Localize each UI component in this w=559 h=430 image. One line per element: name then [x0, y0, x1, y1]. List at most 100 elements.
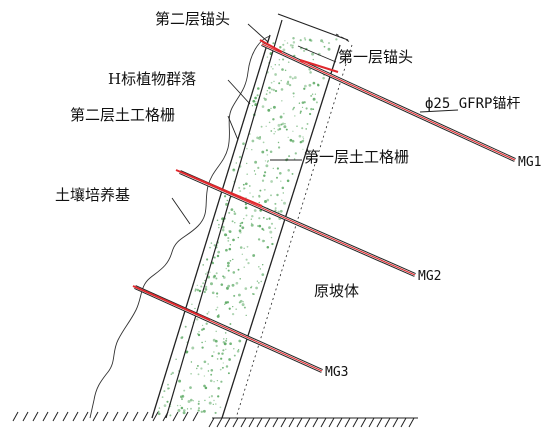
soil-speckle — [225, 248, 228, 252]
second-geogrid-line — [151, 34, 271, 419]
soil-speckle — [311, 52, 315, 56]
ground-hatch-mark — [62, 411, 69, 422]
soil-speckle — [291, 172, 294, 175]
soil-speckle — [233, 212, 237, 215]
soil-speckle — [194, 290, 197, 292]
soil-speckle — [289, 44, 293, 47]
soil-speckle — [215, 330, 217, 333]
soil-speckle — [312, 108, 315, 111]
soil-speckle — [197, 402, 200, 405]
soil-speckle — [264, 98, 267, 101]
soil-speckle — [192, 400, 194, 402]
soil-speckle — [214, 411, 217, 414]
soil-speckle — [196, 288, 200, 292]
soil-speckle — [256, 94, 259, 97]
soil-speckle — [163, 404, 167, 407]
soil-speckle — [225, 267, 227, 270]
soil-speckle — [229, 342, 232, 346]
soil-speckle — [251, 149, 253, 151]
ground-hatch-mark — [248, 417, 255, 428]
soil-speckle — [207, 370, 210, 372]
soil-speckle — [248, 185, 251, 187]
soil-speckle — [224, 332, 227, 334]
soil-speckle — [198, 331, 200, 333]
soil-speckle — [320, 39, 324, 43]
anchor-head-1-red — [299, 59, 339, 73]
soil-speckle — [218, 226, 220, 229]
soil-speckle — [231, 312, 235, 316]
soil-speckle — [278, 58, 281, 61]
soil-speckle — [227, 239, 230, 242]
soil-speckle — [281, 199, 283, 202]
soil-speckle — [261, 179, 265, 182]
soil-speckle — [191, 303, 193, 306]
ground-hatch-mark — [344, 417, 351, 428]
ground-hatch-mark — [162, 411, 169, 422]
label-second-geogrid: 第二层土工格栅 — [70, 106, 175, 124]
soil-speckle — [206, 312, 209, 315]
soil-speckle — [310, 39, 313, 42]
soil-speckle — [220, 380, 223, 383]
soil-speckle — [254, 96, 257, 100]
soil-speckle — [281, 68, 284, 71]
soil-speckle — [161, 396, 164, 398]
soil-speckle — [235, 162, 237, 164]
ground-hatch-mark — [272, 417, 279, 428]
soil-speckle — [202, 282, 205, 285]
soil-speckle — [213, 244, 216, 247]
soil-speckle — [232, 238, 235, 242]
soil-speckle — [224, 301, 228, 304]
soil-speckle — [292, 44, 294, 47]
soil-speckle — [270, 236, 273, 239]
soil-speckle — [251, 105, 254, 107]
soil-speckle — [284, 123, 286, 125]
soil-speckle — [265, 93, 268, 95]
soil-speckle — [203, 384, 206, 388]
soil-speckle — [180, 406, 184, 410]
soil-speckle — [227, 264, 230, 268]
soil-speckle — [221, 228, 225, 232]
soil-speckle — [210, 369, 214, 372]
soil-speckle — [270, 66, 273, 68]
soil-speckle — [194, 288, 197, 291]
soil-speckle — [241, 303, 245, 307]
soil-speckle — [274, 207, 277, 210]
soil-speckle — [225, 202, 229, 206]
soil-speckle — [267, 108, 271, 112]
soil-speckle — [293, 96, 295, 98]
soil-speckle — [335, 38, 338, 41]
soil-speckle — [281, 100, 283, 102]
ground-hatch-mark — [264, 417, 271, 428]
soil-speckle — [181, 398, 183, 401]
soil-speckle — [226, 287, 229, 290]
soil-speckle — [278, 171, 282, 175]
soil-speckle — [203, 375, 206, 377]
soil-speckle — [301, 127, 304, 130]
soil-speckle — [258, 217, 261, 220]
anchor-mg3 — [132, 285, 323, 373]
soil-speckle — [204, 340, 207, 343]
ground-hatch-mark — [208, 417, 215, 428]
ground-hatch-mark — [280, 417, 287, 428]
soil-speckle — [212, 338, 216, 342]
soil-speckle — [242, 183, 245, 186]
soil-speckle — [169, 405, 172, 408]
soil-speckle — [257, 281, 260, 284]
soil-speckle — [242, 142, 245, 145]
soil-speckle — [184, 325, 187, 328]
soil-speckle — [303, 87, 306, 90]
soil-speckle — [242, 301, 244, 303]
soil-speckle — [244, 187, 246, 189]
soil-speckle — [221, 225, 225, 229]
soil-speckle — [292, 130, 294, 132]
soil-speckle — [190, 407, 192, 410]
soil-speckle — [274, 131, 276, 133]
soil-speckle — [227, 269, 230, 272]
soil-speckle — [273, 133, 275, 135]
soil-speckle — [305, 107, 308, 110]
soil-speckle — [224, 303, 226, 305]
soil-speckle — [206, 271, 208, 273]
soil-speckle — [238, 339, 242, 343]
label-gfrp-anchor: ф25 GFRP锚杆 — [425, 96, 520, 112]
soil-speckle — [189, 386, 192, 389]
